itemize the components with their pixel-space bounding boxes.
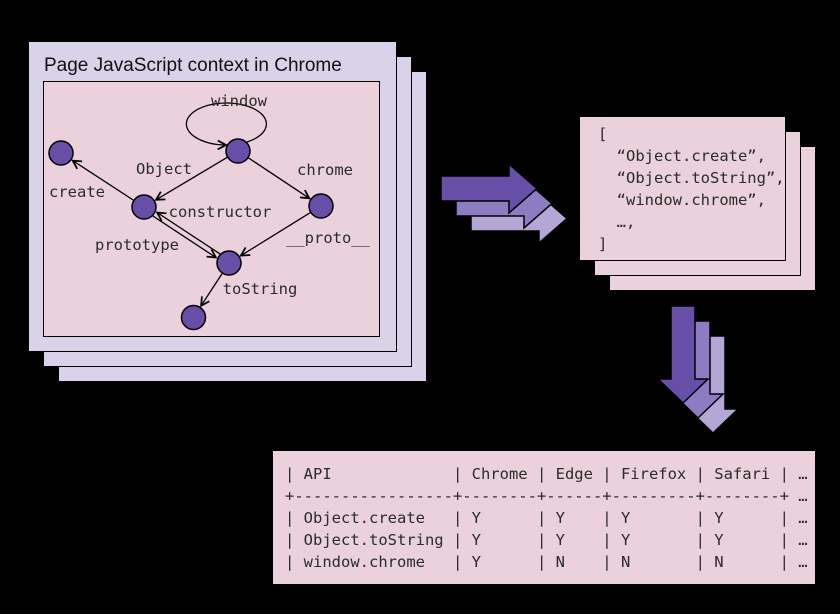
api-list-card: [ “Object.create”, “Object.toString”, “w… <box>579 116 786 261</box>
api-table-separator-line: +-----------------+--------+------+-----… <box>285 487 808 505</box>
flow-arrow-right-1 <box>441 164 539 215</box>
flow-arrow-down-stack <box>658 306 740 435</box>
api-list-line: “Object.create”, <box>598 147 766 165</box>
label-proto: __proto__ <box>286 229 371 247</box>
api-list-line: …, <box>598 213 636 231</box>
api-table-header-line: | API | Chrome | Edge | Firefox | Safari… <box>285 465 808 483</box>
edge-object-create <box>73 161 135 202</box>
label-object: Object <box>136 160 192 178</box>
api-table-row: | window.chrome | Y | N | N | N | … <box>285 553 808 571</box>
node-object <box>131 194 157 220</box>
edge-chrome-proto <box>241 211 312 255</box>
node-window <box>225 138 251 164</box>
flow-arrow-right-stack <box>441 164 569 245</box>
api-table-card: | API | Chrome | Edge | Firefox | Safari… <box>272 450 816 585</box>
label-create: create <box>49 183 105 201</box>
edge-tostring-constructor <box>157 213 221 255</box>
edge-window-chrome <box>247 157 309 199</box>
api-list-code: [ “Object.create”, “Object.toString”, “w… <box>580 117 785 260</box>
label-window: window <box>211 92 268 110</box>
api-table-code: | API | Chrome | Edge | Firefox | Safari… <box>273 451 815 584</box>
label-constructor: constructor <box>169 203 272 221</box>
object-graph: window Object chrome create constructor … <box>48 92 371 331</box>
edge-window-self-loop <box>185 102 268 145</box>
label-prototype: prototype <box>95 236 179 254</box>
api-list-line: [ <box>598 125 608 143</box>
node-create <box>48 140 74 166</box>
graph-panel: window Object chrome create constructor … <box>43 81 380 337</box>
flow-arrow-down-1 <box>658 306 710 405</box>
node-tostring-method <box>180 304 207 331</box>
api-table-row: | Object.toString | Y | Y | Y | Y | … <box>285 531 808 549</box>
edge-object-prototype <box>152 215 216 258</box>
edge-window-object <box>156 156 229 200</box>
api-list-line: ] <box>598 235 608 253</box>
api-table-row: | Object.create | Y | Y | Y | Y | … <box>285 509 808 527</box>
label-chrome: chrome <box>297 161 353 179</box>
edge-tostring-method <box>201 272 223 306</box>
label-tostring: toString <box>223 280 298 298</box>
api-list-line: “window.chrome”, <box>598 191 766 209</box>
graph-card: Page JavaScript context in Chrome <box>28 41 397 352</box>
graph-card-title: Page JavaScript context in Chrome <box>44 55 342 76</box>
node-tostring <box>216 250 242 276</box>
api-list-line: “Object.toString”, <box>598 169 785 187</box>
node-chrome <box>308 193 334 219</box>
